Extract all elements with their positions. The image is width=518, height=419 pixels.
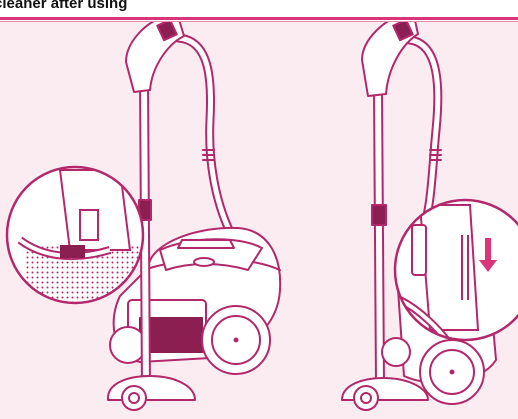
header-rule: [0, 17, 518, 20]
floor-brush-left: [108, 376, 195, 400]
illustration-canvas: [0, 22, 518, 419]
wand-right: [374, 90, 384, 385]
page-title: cleaner after using: [0, 0, 127, 12]
